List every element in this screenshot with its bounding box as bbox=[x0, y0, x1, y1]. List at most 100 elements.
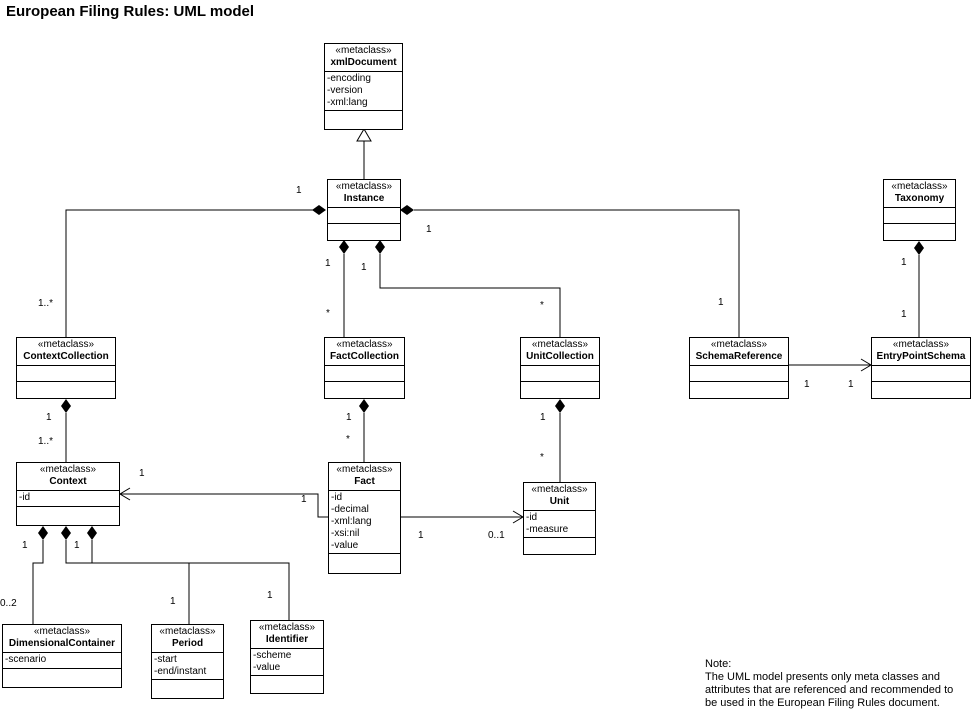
multiplicity-label: 1 bbox=[170, 596, 176, 607]
multiplicity-label: 1 bbox=[346, 412, 352, 423]
diamond-instance-fact bbox=[339, 240, 349, 254]
multiplicity-label: 1 bbox=[540, 412, 546, 423]
multiplicity-label: 1 bbox=[718, 297, 724, 308]
attribute: -id bbox=[331, 492, 343, 503]
operations-compartment bbox=[17, 507, 119, 520]
class-name: xmlDocument bbox=[330, 57, 397, 68]
class-dimensionalcontainer[interactable]: «metaclass»DimensionalContainer -scenari… bbox=[2, 624, 122, 688]
attributes-compartment bbox=[17, 366, 115, 382]
multiplicity-label: 1 bbox=[301, 494, 307, 505]
stereotype: «metaclass» bbox=[37, 339, 95, 350]
class-name: FactCollection bbox=[330, 351, 399, 362]
class-name: DimensionalContainer bbox=[8, 638, 116, 649]
note: Note: The UML model presents only meta c… bbox=[705, 658, 980, 710]
multiplicity-label: 1 bbox=[296, 185, 302, 196]
attribute: -version bbox=[327, 85, 363, 96]
stereotype: «metaclass» bbox=[33, 626, 91, 637]
operations-compartment bbox=[325, 382, 404, 395]
attribute: -decimal bbox=[331, 504, 369, 515]
note-line: attributes that are referenced and recom… bbox=[705, 684, 954, 696]
multiplicity-label: 1 bbox=[901, 309, 907, 320]
operations-compartment bbox=[521, 382, 599, 395]
stereotype: «metaclass» bbox=[531, 484, 588, 495]
multiplicity-label: 0..1 bbox=[488, 530, 505, 541]
multiplicity-label: * bbox=[540, 452, 544, 463]
class-fact[interactable]: «metaclass»Fact -id -decimal -xml:lang -… bbox=[328, 462, 401, 574]
class-factcollection[interactable]: «metaclass»FactCollection bbox=[324, 337, 405, 399]
multiplicity-label: 1 bbox=[46, 412, 52, 423]
class-name: Instance bbox=[343, 193, 385, 204]
stereotype: «metaclass» bbox=[710, 339, 768, 350]
diamond-context-dim bbox=[38, 526, 48, 540]
operations-compartment bbox=[251, 676, 323, 689]
stereotype: «metaclass» bbox=[159, 626, 216, 637]
class-entrypointschema[interactable]: «metaclass»EntryPointSchema bbox=[871, 337, 971, 399]
class-contextcollection[interactable]: «metaclass»ContextCollection bbox=[16, 337, 116, 399]
class-unitcollection[interactable]: «metaclass»UnitCollection bbox=[520, 337, 600, 399]
generalization-arrowhead bbox=[356, 128, 372, 142]
diamond-instance-unit bbox=[375, 240, 385, 254]
multiplicity-label: 1 bbox=[901, 257, 907, 268]
attribute: -scenario bbox=[5, 654, 47, 665]
class-name: Unit bbox=[549, 496, 570, 507]
operations-compartment bbox=[17, 382, 115, 395]
diamond-taxonomy bbox=[914, 241, 924, 255]
diamond-context-period bbox=[61, 526, 71, 540]
multiplicity-label: 1 bbox=[139, 468, 145, 479]
assoc-context-dimensional bbox=[32, 540, 44, 624]
note-heading: Note: bbox=[705, 658, 732, 670]
diamond-contextcollection bbox=[61, 399, 71, 413]
assoc-instance-contextcollection bbox=[65, 209, 313, 337]
stereotype: «metaclass» bbox=[336, 339, 393, 350]
multiplicity-label: 1 bbox=[418, 530, 424, 541]
class-schemareference[interactable]: «metaclass»SchemaReference bbox=[689, 337, 789, 399]
arrowhead-context bbox=[119, 487, 131, 501]
class-instance[interactable]: «metaclass»Instance bbox=[327, 179, 401, 241]
class-name: UnitCollection bbox=[526, 351, 594, 362]
stereotype: «metaclass» bbox=[39, 464, 97, 475]
class-unit[interactable]: «metaclass»Unit -id -measure bbox=[523, 482, 596, 555]
attributes-compartment bbox=[884, 208, 955, 224]
assoc-context-period bbox=[65, 540, 190, 624]
operations-compartment bbox=[872, 382, 970, 395]
class-context[interactable]: «metaclass»Context -id bbox=[16, 462, 120, 526]
stereotype: «metaclass» bbox=[892, 339, 950, 350]
multiplicity-label: * bbox=[540, 300, 544, 311]
assoc-fact-context bbox=[120, 493, 328, 518]
operations-compartment bbox=[690, 382, 788, 395]
multiplicity-label: 1 bbox=[426, 224, 432, 235]
attribute: -measure bbox=[526, 524, 569, 535]
class-name: EntryPointSchema bbox=[876, 351, 966, 362]
multiplicity-label: * bbox=[326, 308, 330, 319]
class-identifier[interactable]: «metaclass»Identifier -scheme -value bbox=[250, 620, 324, 694]
multiplicity-label: 1 bbox=[848, 379, 854, 390]
multiplicity-label: 1..* bbox=[38, 298, 54, 309]
attribute: -value bbox=[331, 540, 359, 551]
operations-compartment bbox=[3, 669, 121, 682]
attribute: -scheme bbox=[253, 650, 292, 661]
attribute: -xml:lang bbox=[327, 97, 368, 108]
attribute: -encoding bbox=[327, 73, 371, 84]
multiplicity-label: 1 bbox=[804, 379, 810, 390]
assoc-context-identifier bbox=[91, 540, 290, 620]
diamond-instance-left bbox=[312, 205, 326, 215]
operations-compartment bbox=[328, 224, 400, 237]
multiplicity-label: 1 bbox=[74, 540, 80, 551]
attribute: -xsi:nil bbox=[331, 528, 360, 539]
attributes-compartment bbox=[690, 366, 788, 382]
attribute: -start bbox=[154, 654, 177, 665]
diagram-title: European Filing Rules: UML model bbox=[6, 3, 255, 20]
class-xmldocument[interactable]: «metaclass»xmlDocument -encoding -versio… bbox=[324, 43, 403, 130]
diamond-instance-right bbox=[400, 205, 414, 215]
operations-compartment bbox=[152, 680, 223, 693]
multiplicity-label: 1 bbox=[361, 262, 367, 273]
class-period[interactable]: «metaclass»Period -start -end/instant bbox=[151, 624, 224, 699]
class-name: Identifier bbox=[265, 634, 309, 645]
class-taxonomy[interactable]: «metaclass»Taxonomy bbox=[883, 179, 956, 241]
diamond-context-identifier bbox=[87, 526, 97, 540]
operations-compartment bbox=[884, 224, 955, 237]
attribute: -xml:lang bbox=[331, 516, 372, 527]
attributes-compartment bbox=[328, 208, 400, 224]
attributes-compartment bbox=[521, 366, 599, 382]
